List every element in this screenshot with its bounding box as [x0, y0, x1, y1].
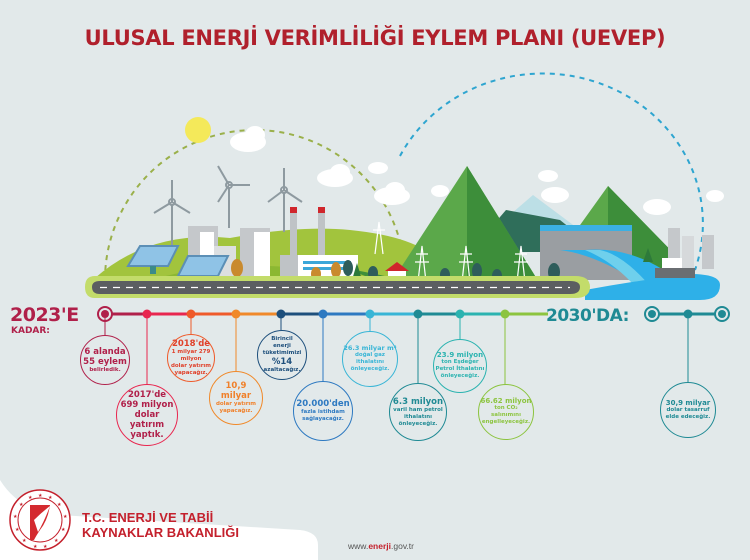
sun-icon	[185, 117, 211, 143]
milestone-text: ithalatını	[403, 413, 433, 420]
milestone-text: önleyeceğiz.	[398, 420, 438, 427]
milestone-text: 2018'de	[171, 339, 211, 349]
milestone-text: yapacağız.	[219, 408, 253, 414]
milestone-circle: 6.3 milyon varil ham petrol ithalatını ö…	[389, 383, 447, 441]
milestone-text: 2017'de	[127, 390, 167, 400]
milestone-text: yaptık.	[130, 430, 164, 440]
milestone-text: enerji	[273, 343, 291, 349]
milestone-text: 66.62 milyon	[480, 397, 532, 405]
milestone-text: ton CO₂	[494, 405, 518, 411]
milestone-text: önleyeceğiz.	[350, 366, 390, 372]
milestone-text: 55 eylem	[83, 356, 127, 367]
milestone-text: 30,9 milyar	[665, 398, 711, 407]
svg-text:★: ★	[13, 514, 18, 520]
milestone-text: 699 milyon	[120, 400, 174, 410]
milestone-circle: 10,9 milyar dolar yatırım yapacağız.	[209, 371, 263, 425]
milestone-text: milyon	[180, 356, 202, 362]
milestone-circle: 30,9 milyar dolar tasarruf elde edeceğiz…	[660, 382, 716, 438]
blue-dashed-arc	[399, 72, 704, 271]
url-prefix: www.	[348, 541, 369, 551]
milestone-text: önleyeceğiz.	[440, 373, 480, 379]
milestone-text: ton Eşdeğer	[441, 359, 479, 365]
svg-text:★: ★	[28, 495, 33, 501]
milestone-text: doğal gaz ithalatını	[354, 352, 385, 365]
svg-text:★: ★	[48, 495, 53, 501]
svg-text:★: ★	[22, 538, 27, 544]
milestone-circle: 23.9 milyon ton Eşdeğer Petrol İthalatın…	[433, 339, 487, 393]
milestone-text: 6 alanda	[84, 346, 126, 357]
milestone-circle: 26.3 milyar m³ doğal gaz ithalatını önle…	[342, 331, 398, 387]
milestone-text: dolar yatırım	[215, 401, 257, 407]
water	[585, 274, 720, 300]
wind-turbines	[153, 165, 303, 245]
milestone-text: 6.3 milyon	[392, 396, 444, 407]
milestone-text: 26.3 milyar m³	[343, 344, 397, 352]
milestone-text: engelleyeceğiz.	[481, 419, 531, 425]
ministry-logo: ★★★ ★★★★ ★★★★ ★★	[9, 489, 71, 551]
ministry-name: T.C. ENERJİ VE TABİİ KAYNAKLAR BAKANLIĞI	[82, 510, 239, 540]
milestone-circle: 2018'de 1 milyar 279 milyon dolar yatırı…	[167, 334, 215, 382]
footer-wave	[0, 480, 318, 560]
milestone-circle: 6 alanda 55 eylem belirledik.	[80, 335, 130, 385]
svg-text:★: ★	[38, 493, 43, 499]
timeline-nodes	[97, 306, 730, 322]
svg-text:★: ★	[19, 502, 24, 508]
svg-text:★: ★	[54, 538, 59, 544]
ship	[655, 268, 695, 278]
milestone-text: sağlayacağız.	[302, 416, 344, 422]
milestone-text: 23.9 milyon	[436, 351, 484, 359]
milestone-circle: 2017'de 699 milyon dolar yatırım yaptık.	[116, 384, 178, 446]
svg-text:★: ★	[43, 544, 48, 550]
milestone-circle: 66.62 milyon ton CO₂ salınımını engelley…	[478, 384, 534, 440]
ministry-name-line1: T.C. ENERJİ VE TABİİ	[82, 510, 214, 525]
milestone-text: dolar yatırım yapacağız.	[170, 363, 212, 376]
milestone-text: belirledik.	[89, 366, 121, 373]
milestone-text: varil ham petrol	[393, 406, 443, 413]
milestone-text: dolar yatırım	[129, 410, 165, 430]
solar-panels	[126, 245, 230, 282]
power-pylons	[373, 221, 528, 283]
page-title: ULUSAL ENERJİ VERİMLİLİĞİ EYLEM PLANI (U…	[84, 26, 666, 50]
milestone-circle: 20.000'den fazla istihdam sağlayacağız.	[293, 381, 353, 441]
green-dashed-arc	[104, 129, 406, 281]
milestone-text: 20.000'den	[296, 399, 350, 409]
milestone-text: dolar tasarruf	[666, 406, 710, 413]
milestone-text: tüketimimizi	[262, 350, 302, 356]
milestone-text: Petrol İthalatını	[435, 366, 485, 372]
svg-text:★: ★	[57, 502, 62, 508]
milestone-text: 1 milyar 279	[171, 349, 211, 355]
website-link[interactable]: www.enerji.gov.tr	[348, 541, 414, 551]
svg-text:★: ★	[63, 514, 68, 520]
url-brand: enerji	[368, 541, 391, 551]
clouds	[230, 126, 724, 215]
start-year-sublabel: KADAR:	[11, 326, 50, 336]
milestone-text: %14	[271, 357, 293, 367]
chimney	[290, 207, 297, 265]
milestone-text: azaltacağız.	[263, 367, 301, 373]
milestone-circle: Birincil enerji tüketimimizi %14 azaltac…	[257, 330, 307, 380]
milestone-text: salınımını	[491, 412, 521, 418]
timeline-connectors	[104, 318, 689, 385]
svg-text:★: ★	[15, 527, 20, 533]
start-year-label: 2023'E	[10, 304, 79, 326]
milestone-text: elde edeceğiz.	[665, 413, 711, 420]
url-suffix: .gov.tr	[391, 541, 414, 551]
svg-text:★: ★	[33, 544, 38, 550]
ministry-name-line2: KAYNAKLAR BAKANLIĞI	[82, 525, 239, 540]
milestone-text: fazla istihdam	[301, 409, 345, 415]
milestone-text: 10,9 milyar	[220, 381, 252, 401]
end-year-label: 2030'DA:	[546, 306, 629, 326]
svg-text:★: ★	[61, 527, 66, 533]
milestone-text: Birincil	[271, 336, 293, 342]
